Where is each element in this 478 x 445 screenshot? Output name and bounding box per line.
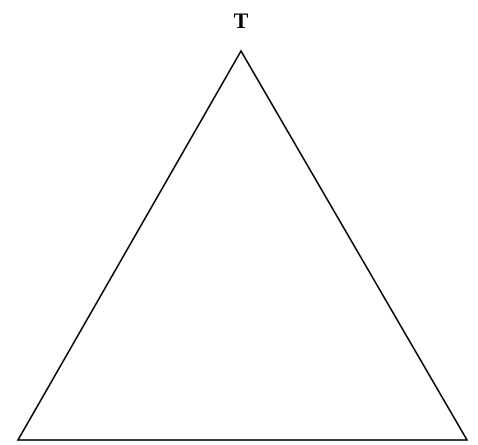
triangle-outline — [16, 49, 469, 441]
top-vertex-label: T — [234, 8, 249, 33]
